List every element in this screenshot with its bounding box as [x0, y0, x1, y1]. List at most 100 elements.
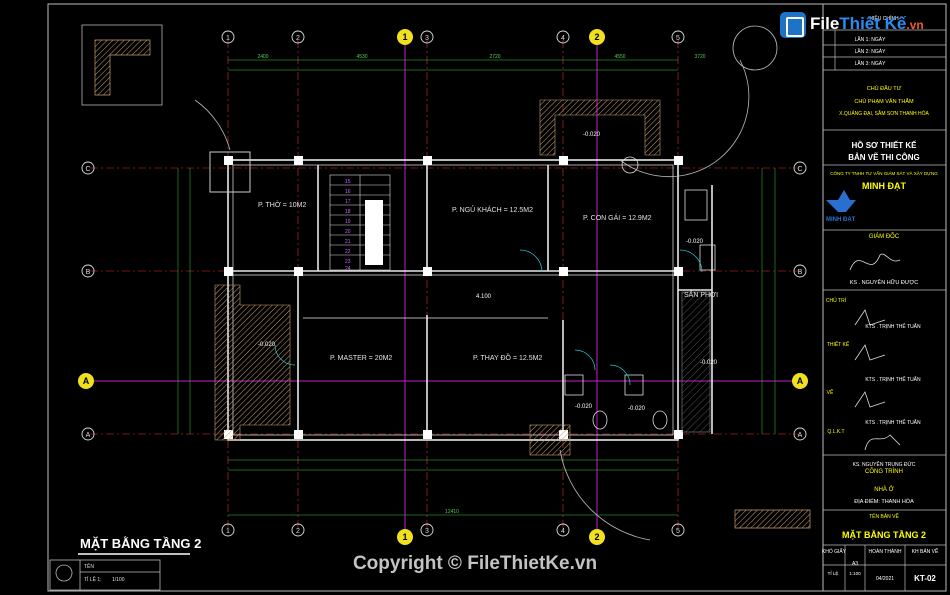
- svg-text:1: 1: [226, 35, 230, 42]
- axis-a-right: A: [797, 376, 804, 386]
- svg-text:C: C: [85, 166, 90, 173]
- sheet-name: MẶT BẰNG TẦNG 2: [842, 530, 926, 540]
- revision-header: HIỆU CHỈNH: [869, 14, 899, 22]
- section-label-2b: 2: [594, 532, 599, 542]
- revision-3: LẦN 3: NGÀY: [855, 60, 887, 67]
- svg-text:19: 19: [345, 219, 351, 225]
- svg-text:MINH ĐẠT: MINH ĐẠT: [826, 217, 856, 223]
- svg-text:3: 3: [425, 528, 429, 535]
- grid-bubbles: [81, 30, 807, 537]
- svg-text:4: 4: [561, 528, 565, 535]
- name-3: KTS . TRỊNH THẾ TUẤN: [865, 419, 921, 426]
- paper-value: A3: [852, 561, 858, 567]
- detail-bottom: [734, 509, 811, 529]
- level-mark: -0.020: [700, 360, 718, 366]
- balcony-hatches: [209, 99, 711, 456]
- section-lines: [90, 40, 800, 540]
- revision-1: LẦN 1: NGÀY: [855, 36, 887, 43]
- svg-text:2: 2: [296, 35, 300, 42]
- revision-2: LẦN 2: NGÀY: [855, 48, 887, 55]
- company-name: MINH ĐẠT: [862, 181, 906, 191]
- room-label-master: P. MASTER = 20M2: [330, 355, 392, 362]
- axis-a-left: A: [83, 376, 90, 386]
- section-markers: [78, 29, 808, 545]
- svg-text:16: 16: [345, 189, 351, 195]
- dimension-numbers: 2400 4530 2720 4550 3720 12410: [257, 54, 705, 515]
- role-2: THIẾT KẾ: [827, 341, 850, 348]
- svg-text:1: 1: [226, 528, 230, 535]
- section-label-1: 1: [402, 32, 407, 42]
- section-label-2: 2: [594, 32, 599, 42]
- name-4: KS. NGUYỄN TRUNG ĐỨC: [853, 461, 916, 468]
- svg-text:15: 15: [345, 179, 351, 185]
- doc-title-1: HỒ SƠ THIẾT KẾ: [851, 140, 917, 150]
- svg-text:23: 23: [345, 259, 351, 265]
- level-mark: 4.100: [476, 294, 492, 300]
- signatures: [849, 253, 901, 451]
- svg-text:17: 17: [345, 199, 351, 205]
- svg-text:A: A: [86, 432, 91, 439]
- doc-title-2: BẢN VẼ THI CÔNG: [848, 153, 920, 162]
- company-logo: MINH ĐẠT: [826, 190, 856, 223]
- svg-text:B: B: [86, 269, 91, 276]
- dimension-lines: [177, 59, 776, 516]
- svg-text:2720: 2720: [489, 54, 500, 60]
- level-marks: -0.020 4.100 -0.020 -0.020 -0.020 -0.020…: [258, 132, 718, 412]
- svg-text:24: 24: [345, 266, 351, 272]
- name-2: KTS . TRỊNH THẾ TUẤN: [865, 376, 921, 383]
- director-name: KS . NGUYỄN HỮU ĐƯỢC: [850, 279, 919, 286]
- project-name: NHÀ Ở: [874, 486, 893, 493]
- stair: [329, 174, 391, 271]
- room-label-tho: P. THỜ = 10M2: [258, 200, 306, 209]
- date-value: 04/2021: [876, 576, 894, 582]
- name-label: TÊN: [84, 562, 94, 570]
- svg-text:18: 18: [345, 209, 351, 215]
- detail-top-left: [81, 24, 163, 106]
- room-labels: P. THỜ = 10M2 P. NGỦ KHÁCH = 12.5M2 P. C…: [258, 200, 718, 362]
- sheet-number: KT-02: [914, 574, 936, 583]
- level-mark: -0.020: [686, 239, 704, 245]
- section-marker-letters: 1 2 1 2 A A: [83, 32, 804, 542]
- svg-text:2: 2: [296, 528, 300, 535]
- door-swings: [274, 249, 703, 386]
- bottom-left-title-block: [49, 553, 190, 591]
- director-label: GIÁM ĐỐC: [869, 233, 900, 240]
- file-icon: [780, 12, 806, 38]
- logo-text: FileThiết Kế.vn: [810, 14, 924, 33]
- svg-text:5: 5: [676, 35, 680, 42]
- owner-name: CHỦ PHẠM VĂN THẮM: [854, 97, 914, 105]
- svg-text:3720: 3720: [694, 54, 705, 60]
- room-label-thaydo: P. THAY ĐỒ = 12.5M2: [473, 352, 542, 362]
- scale-label-right: TỈ LỆ: [828, 569, 839, 576]
- svg-text:4530: 4530: [356, 54, 367, 60]
- level-mark: -0.020: [575, 404, 593, 410]
- svg-text:4550: 4550: [614, 54, 625, 60]
- scale-label: TỈ LỆ 1:: [84, 575, 102, 583]
- svg-text:5: 5: [676, 528, 680, 535]
- title-block-text: HIỆU CHỈNH LẦN 1: NGÀY LẦN 2: NGÀY LẦN 3…: [822, 14, 939, 583]
- sheet-label: TÊN BẢN VẼ: [869, 512, 899, 520]
- location: ĐỊA ĐIỂM: THANH HÓA: [854, 498, 914, 505]
- owner-header: CHỦ ĐẦU TƯ: [867, 85, 902, 92]
- sheet-frame: [47, 3, 947, 592]
- svg-text:A: A: [798, 432, 803, 439]
- detail-callouts: [194, 25, 778, 541]
- wc-fixtures: [564, 156, 716, 430]
- role-3: VẼ: [827, 389, 834, 396]
- role-1: CHỦ TRÌ: [826, 297, 847, 304]
- right-title-block: [823, 29, 946, 591]
- role-4: Q.L.K.T: [827, 429, 844, 435]
- name-1: KTS . TRỊNH THẾ TUẤN: [865, 323, 921, 330]
- svg-text:2400: 2400: [257, 54, 268, 60]
- svg-text:21: 21: [345, 239, 351, 245]
- svg-text:20: 20: [345, 229, 351, 235]
- svg-text:22: 22: [345, 249, 351, 255]
- project-label: CÔNG TRÌNH: [865, 468, 903, 475]
- drawing-title: MẶT BẰNG TẦNG 2: [80, 536, 202, 551]
- room-label-congai: P. CON GÁI = 12.9M2: [583, 213, 652, 222]
- svg-text:12410: 12410: [445, 509, 459, 515]
- svg-text:3: 3: [425, 35, 429, 42]
- walls: [227, 159, 713, 441]
